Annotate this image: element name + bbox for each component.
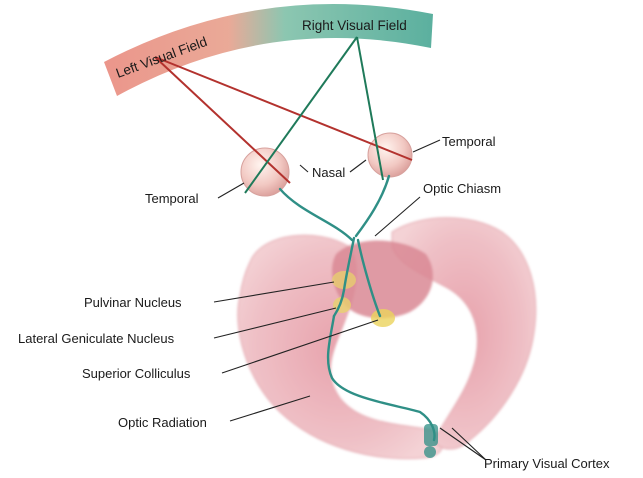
superior-colliculus-region	[371, 309, 395, 327]
brain-hemispheres	[238, 218, 536, 459]
right-eye	[368, 133, 412, 177]
label-superior-colliculus: Superior Colliculus	[82, 366, 191, 381]
label-temporal-right: Temporal	[442, 134, 496, 149]
right-visual-field-label: Right Visual Field	[302, 18, 407, 33]
label-pulvinar-nucleus: Pulvinar Nucleus	[84, 295, 182, 310]
cortex-endings	[424, 424, 438, 458]
label-lateral-geniculate-nucleus: Lateral Geniculate Nucleus	[18, 331, 175, 346]
label-optic-chiasm: Optic Chiasm	[423, 181, 501, 196]
label-nasal: Nasal	[312, 165, 345, 180]
label-temporal-left: Temporal	[145, 191, 199, 206]
label-optic-radiation: Optic Radiation	[118, 415, 207, 430]
label-primary-visual-cortex: Primary Visual Cortex	[484, 456, 610, 471]
